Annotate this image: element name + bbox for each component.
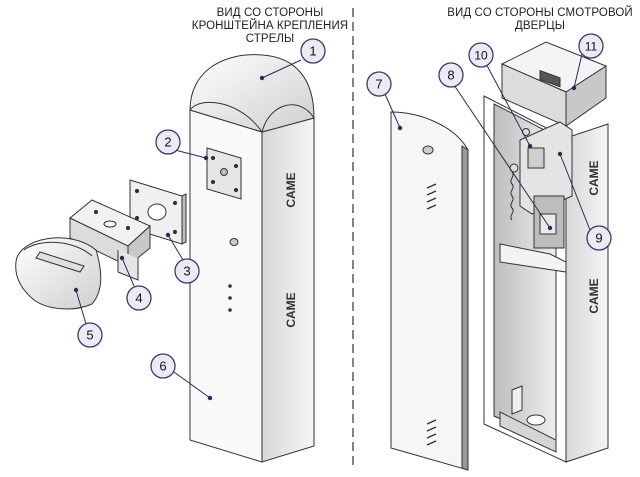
callout-1: 1: [300, 38, 326, 64]
right-caption-line-1: ВИД СО СТОРОНЫ СМОТРОВОЙ: [447, 7, 633, 19]
mounting-plate-part-3: [129, 179, 187, 245]
inspection-door-part-7: [390, 111, 469, 471]
callout-6-label: 6: [159, 359, 166, 374]
right-view-caption: ВИД СО СТОРОНЫ СМОТРОВОЙ ДВЕРЦЫ: [440, 7, 640, 33]
cover-part-5: [15, 237, 102, 310]
callout-8: 8: [438, 62, 464, 88]
callout-10-label: 10: [474, 49, 488, 63]
brand-label-right-bottom: CAME: [587, 278, 601, 313]
callout-11-label: 11: [585, 40, 598, 54]
left-view-caption: ВИД СО СТОРОНЫ КРОНШТЕЙНА КРЕПЛЕНИЯ СТРЕ…: [185, 7, 355, 46]
callout-7: 7: [366, 71, 392, 97]
brand-label-right-top: CAME: [587, 160, 601, 195]
callout-11: 11: [578, 33, 604, 59]
barrier-cabinet-left: [189, 54, 315, 463]
callout-2: 2: [155, 129, 181, 155]
callout-4: 4: [126, 285, 152, 311]
callout-5-label: 5: [86, 328, 93, 343]
brand-label-left-top: CAME: [284, 172, 298, 207]
open-cabinet-right: [483, 41, 609, 463]
callout-3: 3: [174, 258, 200, 284]
callout-3-label: 3: [183, 264, 190, 279]
leader-lines: [75, 53, 591, 399]
brand-label-left-bottom: CAME: [284, 292, 298, 327]
callout-9: 9: [586, 225, 612, 251]
callout-6: 6: [150, 353, 176, 379]
callout-8-label: 8: [447, 68, 454, 83]
left-caption-line-1: ВИД СО СТОРОНЫ: [216, 7, 324, 19]
callout-4-label: 4: [135, 291, 142, 306]
callout-1-label: 1: [309, 44, 316, 59]
callout-2-label: 2: [164, 135, 171, 150]
callout-7-label: 7: [375, 77, 382, 92]
bracket-part-4: [69, 199, 151, 281]
callout-5: 5: [77, 322, 103, 348]
left-caption-line-3: СТРЕЛЫ: [245, 33, 295, 45]
left-caption-line-2: КРОНШТЕЙНА КРЕПЛЕНИЯ: [191, 20, 349, 32]
callout-10: 10: [468, 42, 494, 68]
right-caption-line-2: ДВЕРЦЫ: [514, 20, 566, 32]
leader-dots: [73, 75, 577, 401]
callout-9-label: 9: [595, 231, 602, 246]
